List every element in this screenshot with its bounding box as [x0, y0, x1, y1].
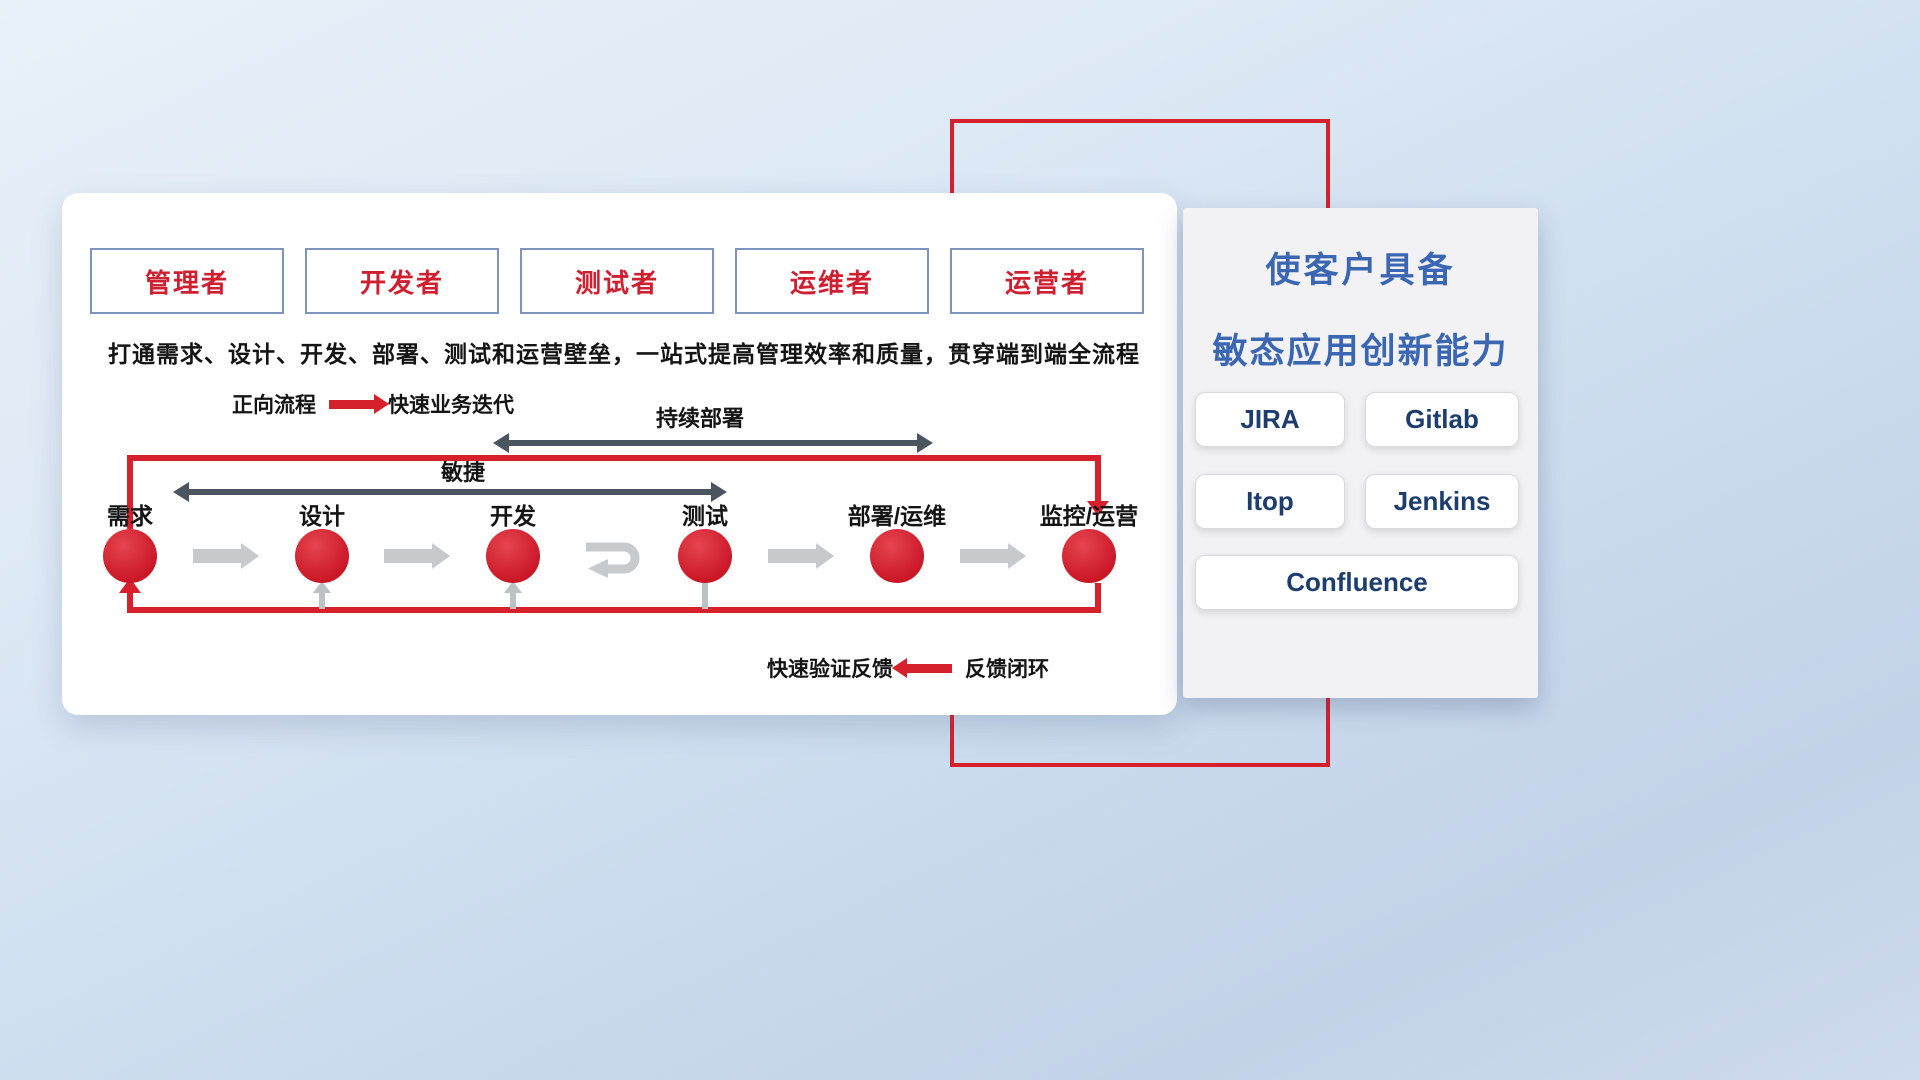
tools-panel-title: 使客户具备 敏态应用创新能力	[1183, 242, 1538, 374]
forward-loop-arrowhead-icon	[1087, 501, 1109, 516]
stage-label-design: 设计	[299, 503, 345, 529]
forward-loop-right-line	[1095, 455, 1101, 503]
legend-feedback-desc: 反馈闭环	[965, 658, 1049, 681]
stage-label-development: 开发	[490, 503, 536, 529]
tools-panel-title-line1: 使客户具备	[1265, 251, 1456, 290]
feedback-feeder-arrowhead-development-icon	[504, 581, 522, 593]
feedback-loop-bottom-line	[127, 607, 1101, 613]
stage-label-testing: 测试	[682, 503, 728, 529]
stage-circle-design	[295, 529, 349, 583]
role-label: 测试者	[574, 267, 659, 298]
role-box-operations: 运营者	[950, 248, 1144, 314]
agile-double-arrow-icon	[173, 482, 727, 502]
tools-panel-title-line2: 敏态应用创新能力	[1212, 332, 1509, 371]
tool-box-jira: JIRA	[1195, 392, 1345, 447]
tool-box-gitlab: Gitlab	[1365, 392, 1519, 447]
flow-arrow-icon	[384, 543, 450, 569]
tools-panel: 使客户具备 敏态应用创新能力 JIRA Gitlab Itop Jenkins …	[1183, 208, 1538, 698]
legend-forward-label: 正向流程	[232, 394, 316, 417]
role-box-ops: 运维者	[735, 248, 929, 314]
flow-arrow-icon	[193, 543, 259, 569]
continuous-deploy-label: 持续部署	[655, 406, 744, 431]
feedback-feeder-arrowhead-design-icon	[313, 581, 331, 593]
feedback-arrow-icon	[892, 657, 952, 678]
stage-circle-monitor-operations	[1062, 529, 1116, 583]
agile-label: 敏捷	[440, 460, 485, 485]
stage-label-deploy-ops: 部署/运维	[847, 503, 947, 529]
flow-subtitle: 打通需求、设计、开发、部署、测试和运营壁垒，一站式提高管理效率和质量，贯穿端到端…	[108, 341, 1140, 367]
flow-arrow-icon	[768, 543, 834, 569]
feedback-loop-right-line	[1095, 583, 1101, 613]
role-box-developer: 开发者	[305, 248, 499, 314]
tool-box-jenkins: Jenkins	[1365, 474, 1519, 529]
devops-flow-panel: 管理者 开发者 测试者 运维者 运营者 打通需求、设计、开发、部署、测试和运营壁…	[62, 193, 1177, 715]
tool-box-itop: Itop	[1195, 474, 1345, 529]
flow-arrow-icon	[960, 543, 1026, 569]
stage-label-monitor-operations: 监控/运营	[1039, 503, 1139, 529]
role-box-tester: 测试者	[520, 248, 714, 314]
stage-circle-requirements	[103, 529, 157, 583]
legend-forward: 正向流程 快速业务迭代	[232, 389, 514, 419]
stage-circle-testing	[678, 529, 732, 583]
role-label: 管理者	[144, 267, 229, 298]
role-box-manager: 管理者	[90, 248, 284, 314]
iteration-loop-icon	[586, 542, 640, 578]
continuous-deploy-double-arrow-icon	[493, 433, 933, 453]
feedback-feeder-line-design	[319, 591, 325, 609]
forward-loop-left-line	[127, 455, 133, 529]
role-boxes-row: 管理者 开发者 测试者 运维者 运营者	[90, 248, 1144, 314]
stage-circle-deploy-ops	[870, 529, 924, 583]
legend-forward-desc: 快速业务迭代	[388, 394, 514, 417]
stage-circle-development	[486, 529, 540, 583]
role-label: 运维者	[789, 267, 874, 298]
forward-arrow-icon	[329, 393, 389, 414]
feedback-loop-left-line	[127, 593, 133, 609]
tool-box-confluence: Confluence	[1195, 555, 1519, 610]
role-label: 运营者	[1004, 267, 1089, 298]
role-label: 开发者	[359, 267, 444, 298]
feedback-feeder-line-development	[510, 591, 516, 609]
stage-label-requirements: 需求	[107, 503, 153, 529]
feedback-feeder-line-testing	[702, 583, 708, 609]
legend-feedback: 快速验证反馈 反馈闭环	[767, 653, 1049, 683]
forward-loop-top-line	[127, 455, 1101, 461]
legend-feedback-label: 快速验证反馈	[767, 658, 893, 681]
